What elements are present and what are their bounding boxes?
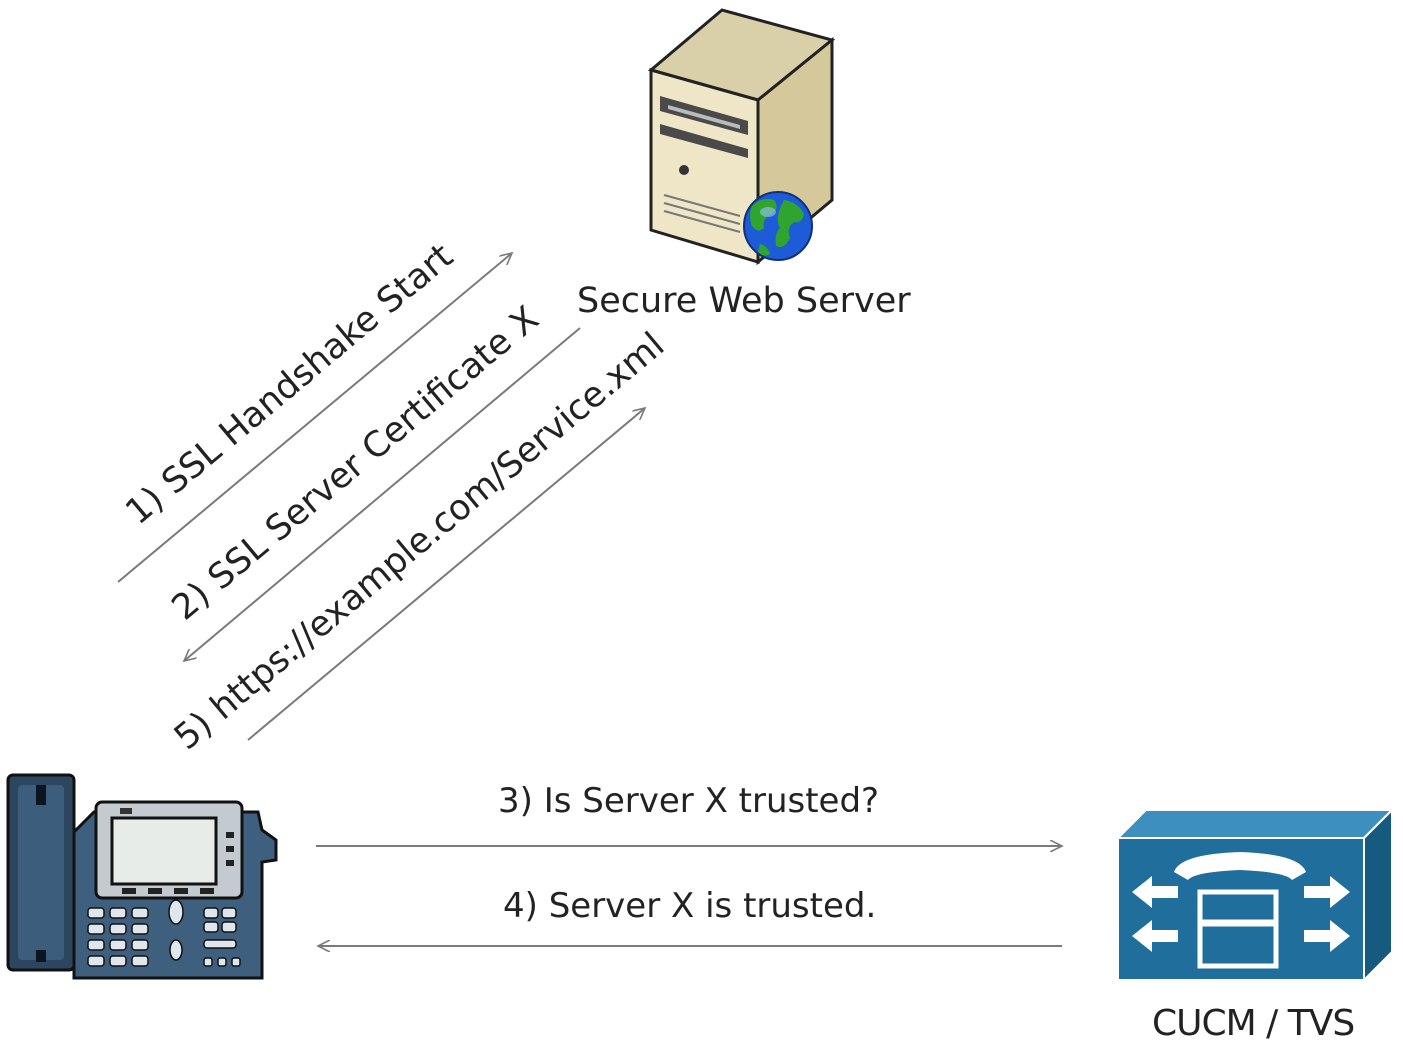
arrow-step2 bbox=[184, 327, 581, 661]
arrow-step5 bbox=[247, 408, 645, 741]
step4-label: 4) Server X is trusted. bbox=[503, 886, 877, 926]
ip-phone-icon bbox=[6, 773, 278, 980]
web-server-label: Secure Web Server bbox=[577, 281, 911, 321]
server-globe-icon bbox=[647, 8, 836, 266]
call-manager-icon bbox=[1115, 807, 1395, 983]
cucm-label: CUCM / TVS bbox=[1152, 1003, 1355, 1044]
arrow-step1 bbox=[117, 253, 512, 583]
step3-label: 3) Is Server X trusted? bbox=[498, 781, 880, 821]
